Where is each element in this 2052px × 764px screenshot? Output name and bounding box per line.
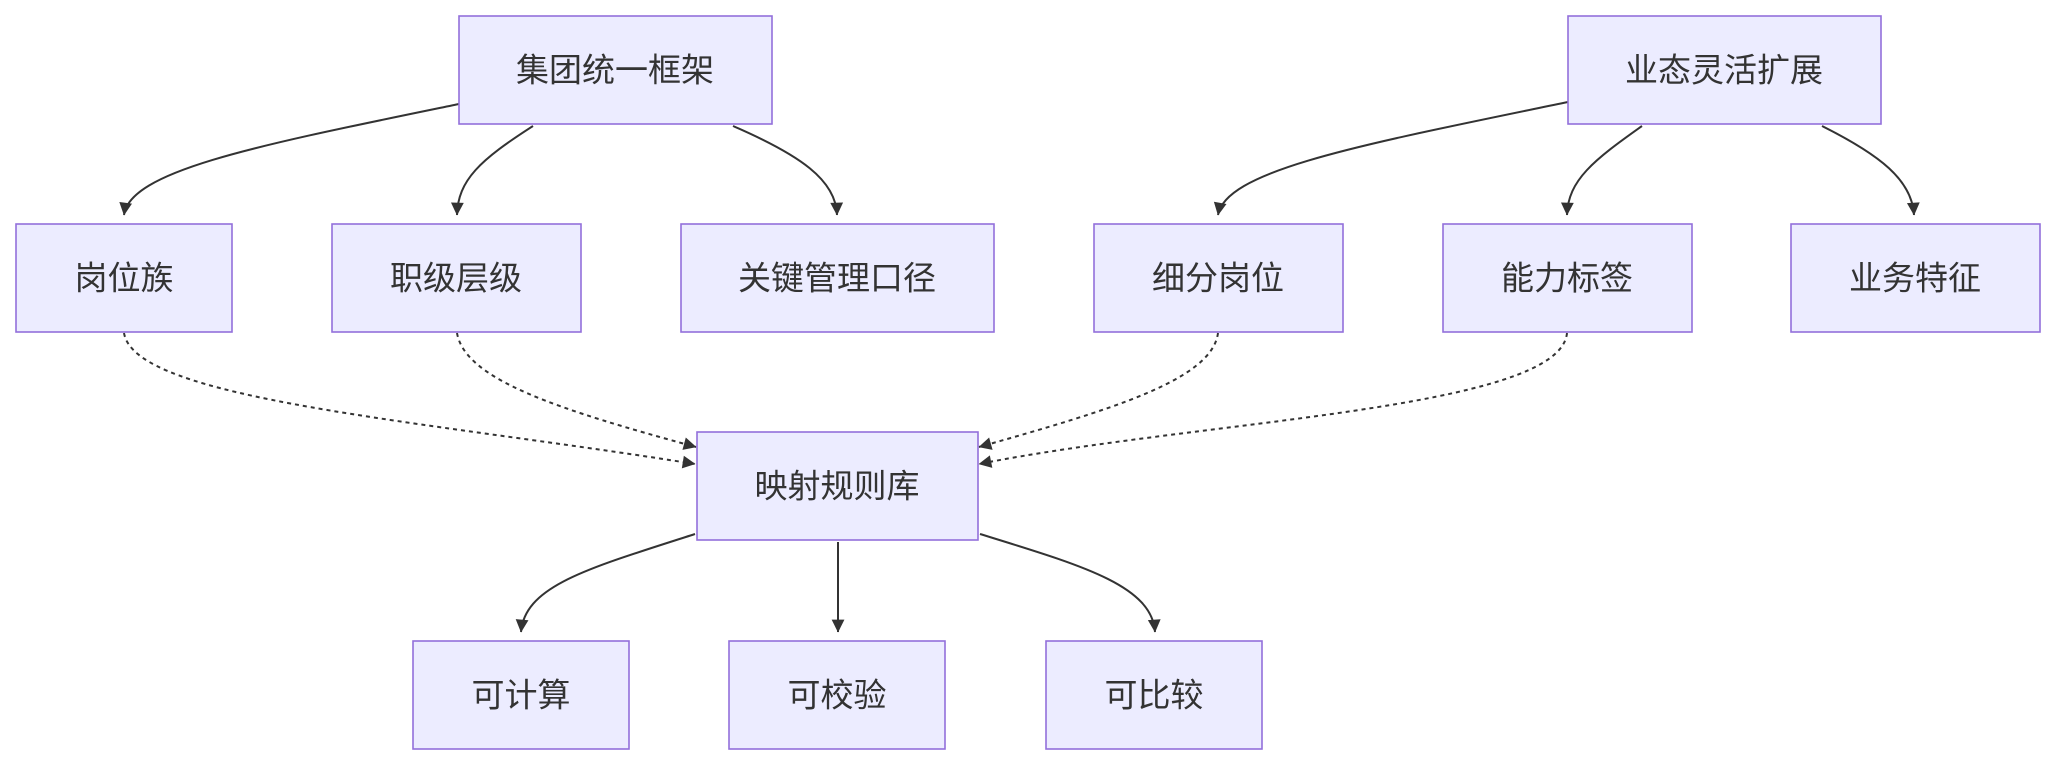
- edge-framework-to-family: [119, 103, 460, 216]
- node-box-verify: [728, 640, 946, 750]
- node-box-framework: [458, 15, 773, 125]
- node-box-grade: [331, 223, 582, 333]
- edge-family-to-rules: [123, 332, 696, 469]
- node-box-skill: [1442, 223, 1693, 333]
- node-group-framework: 集团统一框架: [458, 15, 773, 125]
- node-box-rules: [696, 431, 979, 541]
- node-group-compare: 可比较: [1045, 640, 1263, 750]
- node-label-calc: 可计算: [472, 676, 571, 715]
- node-box-business: [1567, 15, 1882, 125]
- edge-business-to-feature: [1821, 125, 1920, 216]
- edge-framework-to-caliber: [732, 125, 844, 216]
- edge-business-to-subpost: [1213, 101, 1569, 216]
- edge-subpost-to-rules: [978, 332, 1219, 450]
- node-group-grade: 职级层级: [331, 223, 582, 333]
- node-label-grade: 职级层级: [390, 259, 522, 298]
- node-box-family: [15, 223, 233, 333]
- node-label-rules: 映射规则库: [755, 467, 920, 506]
- edge-rules-to-calc: [515, 533, 696, 633]
- node-box-calc: [412, 640, 630, 750]
- nodes-layer: 集团统一框架 业态灵活扩展 岗位族 职级层级 关键管理口径 细分岗位 能力标签: [15, 15, 2041, 750]
- edges-layer: [119, 101, 1920, 633]
- node-box-subpost: [1093, 223, 1344, 333]
- node-box-feature: [1790, 223, 2041, 333]
- node-group-feature: 业务特征: [1790, 223, 2041, 333]
- node-group-verify: 可校验: [728, 640, 946, 750]
- node-box-compare: [1045, 640, 1263, 750]
- node-label-compare: 可比较: [1105, 676, 1204, 715]
- node-group-calc: 可计算: [412, 640, 630, 750]
- node-group-skill: 能力标签: [1442, 223, 1693, 333]
- edge-business-to-skill: [1560, 125, 1643, 216]
- node-label-framework: 集团统一框架: [516, 51, 714, 90]
- edge-rules-to-compare: [979, 533, 1161, 633]
- node-label-business: 业态灵活扩展: [1625, 51, 1823, 90]
- node-box-caliber: [680, 223, 995, 333]
- node-group-caliber: 关键管理口径: [680, 223, 995, 333]
- edge-framework-to-grade: [450, 125, 534, 216]
- edge-grade-to-rules: [456, 332, 697, 450]
- node-label-skill: 能力标签: [1501, 259, 1633, 298]
- node-label-caliber: 关键管理口径: [738, 259, 936, 298]
- edge-skill-to-rules: [978, 332, 1568, 468]
- node-group-business: 业态灵活扩展: [1567, 15, 1882, 125]
- node-label-family: 岗位族: [75, 259, 174, 298]
- node-group-family: 岗位族: [15, 223, 233, 333]
- node-group-rules: 映射规则库: [696, 431, 979, 541]
- node-group-subpost: 细分岗位: [1093, 223, 1344, 333]
- node-label-verify: 可校验: [788, 676, 887, 715]
- node-label-feature: 业务特征: [1849, 259, 1981, 298]
- node-label-subpost: 细分岗位: [1152, 259, 1284, 298]
